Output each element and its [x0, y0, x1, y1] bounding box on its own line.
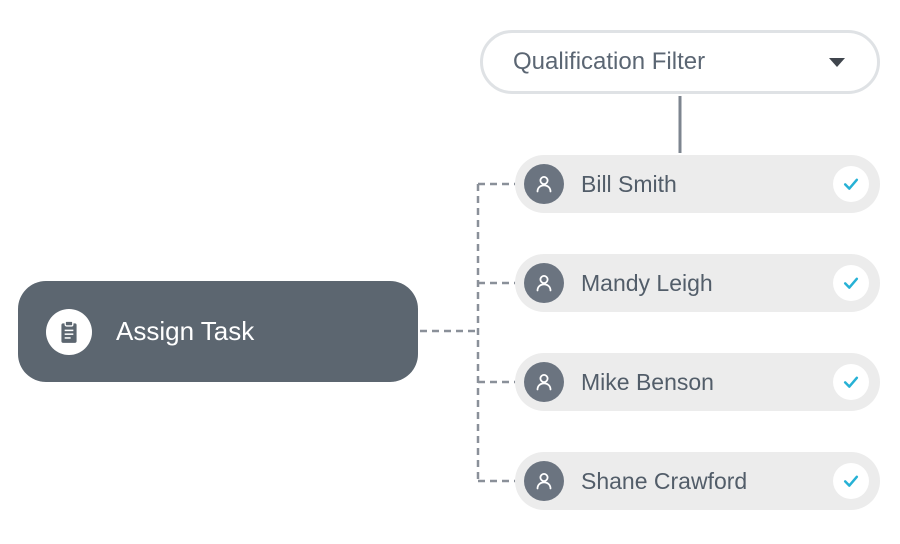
checkmark-icon [843, 277, 859, 289]
person-icon [536, 374, 552, 391]
person-name: Bill Smith [581, 170, 677, 197]
assign-task-label: Assign Task [116, 316, 255, 346]
selected-checkmark[interactable] [833, 166, 869, 202]
person-row-mike-benson[interactable]: Mike Benson [515, 353, 880, 411]
person-row-mandy-leigh[interactable]: Mandy Leigh [515, 254, 880, 312]
person-name: Mike Benson [581, 368, 714, 395]
avatar [524, 164, 564, 204]
dashed-connectors [420, 182, 515, 483]
person-name: Mandy Leigh [581, 269, 713, 296]
assign-task-button[interactable]: Assign Task [18, 281, 418, 382]
selected-checkmark[interactable] [833, 265, 869, 301]
qualification-filter-label: Qualification Filter [513, 48, 706, 75]
selected-checkmark[interactable] [833, 463, 869, 499]
selected-checkmark[interactable] [833, 364, 869, 400]
person-icon [536, 275, 552, 292]
person-row-shane-crawford[interactable]: Shane Crawford [515, 452, 880, 510]
qualification-filter-dropdown[interactable]: Qualification Filter [480, 30, 880, 94]
person-row-bill-smith[interactable]: Bill Smith [515, 155, 880, 213]
avatar [524, 263, 564, 303]
chevron-down-icon[interactable] [829, 57, 845, 67]
clipboard-icon [61, 320, 77, 343]
person-icon [536, 176, 552, 193]
checkmark-icon [843, 376, 859, 388]
person-icon [536, 473, 552, 490]
person-name: Shane Crawford [581, 467, 748, 494]
checkmark-icon [843, 178, 859, 190]
avatar [524, 362, 564, 402]
checkmark-icon [843, 475, 859, 487]
avatar [524, 461, 564, 501]
clipboard-icon-circle [46, 308, 92, 355]
